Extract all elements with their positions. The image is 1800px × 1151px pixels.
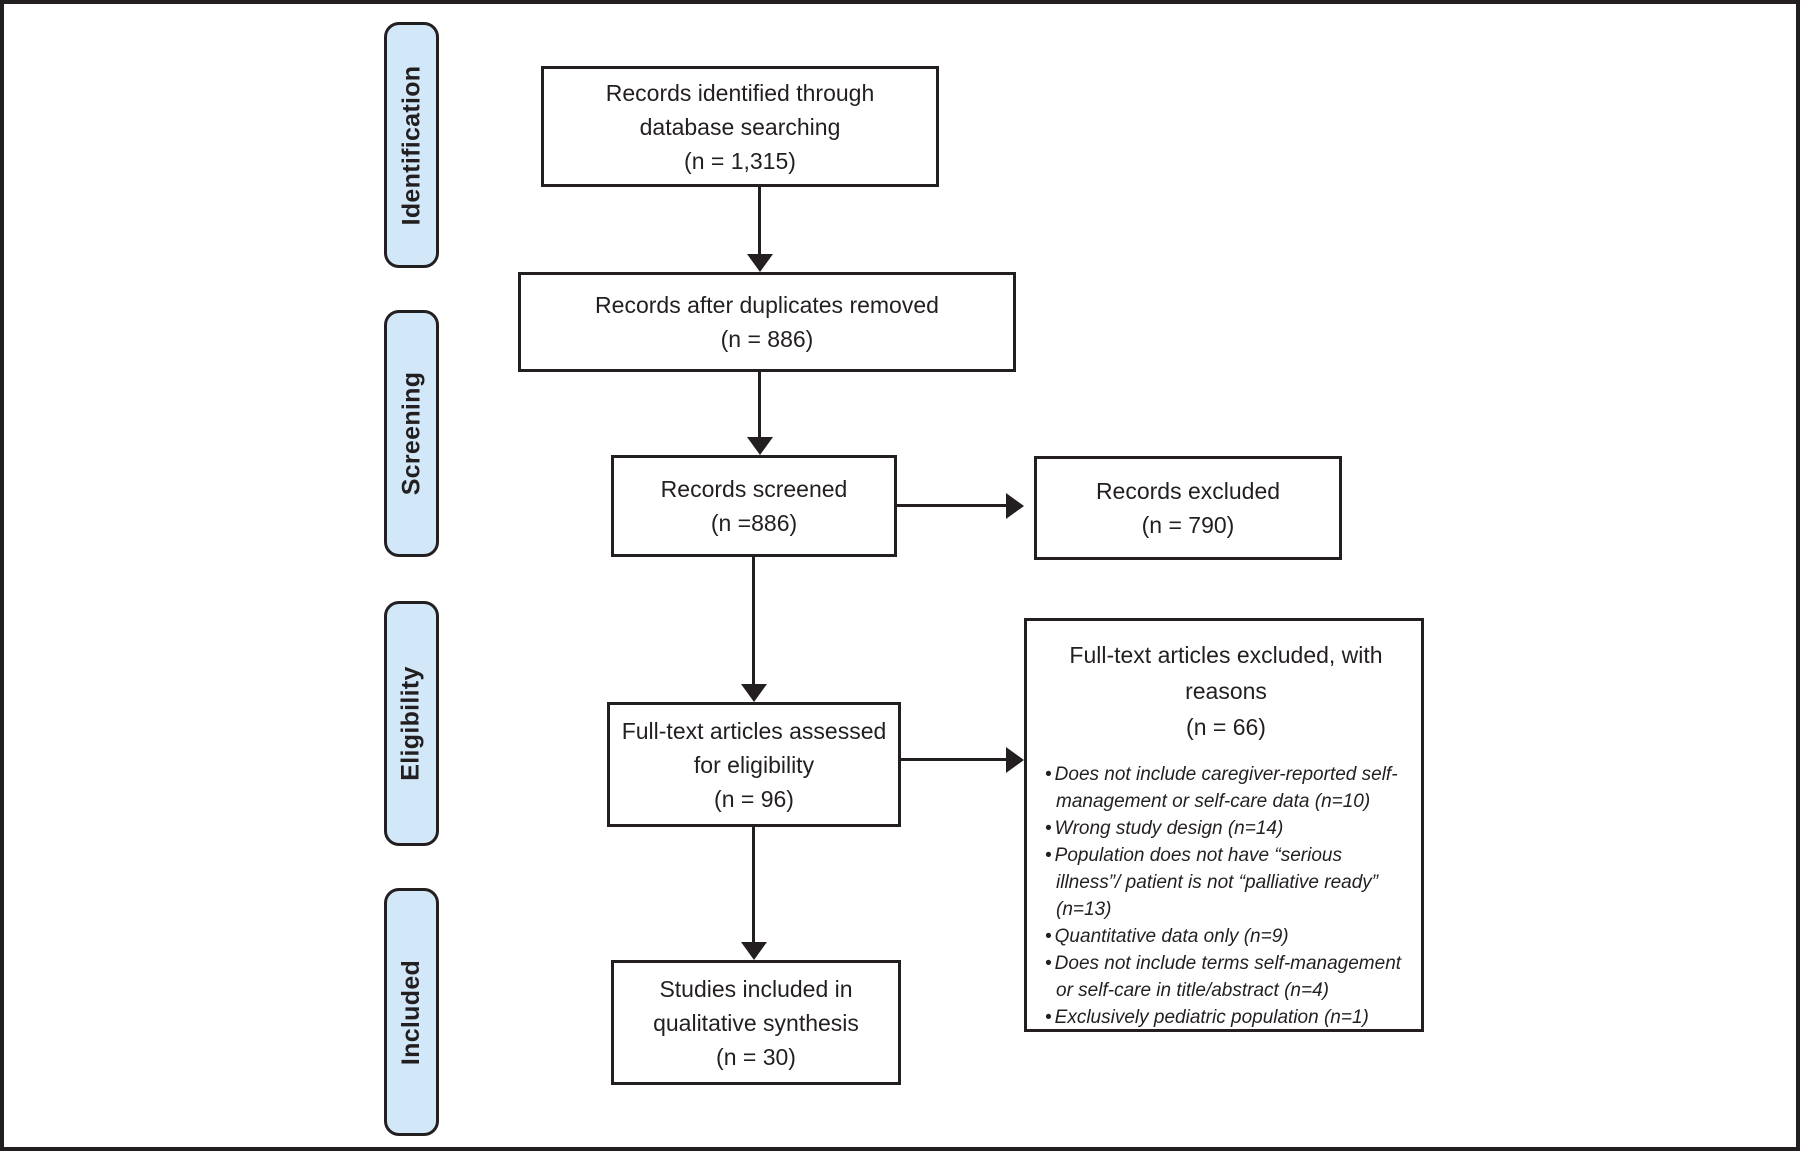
- box-duplicates-removed: Records after duplicates removed (n = 88…: [518, 272, 1016, 372]
- box-records-identified-text: Records identified through database sear…: [605, 79, 875, 174]
- stage-screening: Screening: [384, 310, 439, 557]
- box-records-identified: Records identified through database sear…: [541, 66, 939, 187]
- arrowhead-right-icon: [1006, 747, 1024, 773]
- connector-screened-to-fulltext-line: [752, 557, 755, 684]
- excluded-reason-item: Quantitative data only (n=9): [1045, 923, 1411, 950]
- arrowhead-right-icon: [1006, 493, 1024, 519]
- box-studies-included-text: Studies included in qualitative synthesi…: [653, 975, 859, 1070]
- box-records-screened-text: Records screened (n =886): [660, 476, 848, 536]
- box-duplicates-removed-text: Records after duplicates removed (n = 88…: [595, 292, 939, 352]
- stage-included: Included: [384, 888, 439, 1136]
- stage-eligibility: Eligibility: [384, 601, 439, 846]
- stage-included-label: Included: [397, 959, 425, 1065]
- stage-identification: Identification: [384, 22, 439, 268]
- connector-identified-to-duplicates-line: [758, 187, 761, 254]
- excluded-reason-item: Does not include caregiver-reported self…: [1045, 761, 1411, 815]
- arrowhead-down-icon: [741, 684, 767, 702]
- connector-duplicates-to-screened-line: [758, 372, 761, 437]
- box-fulltext-excluded-reasons: Full-text articles excluded, with reason…: [1024, 618, 1424, 1032]
- arrowhead-down-icon: [747, 254, 773, 272]
- excluded-reason-item: Population does not have “serious illnes…: [1045, 842, 1411, 923]
- excluded-reason-item: Exclusively pediatric population (n=1): [1045, 1004, 1411, 1031]
- stage-identification-label: Identification: [397, 65, 426, 225]
- stage-screening-label: Screening: [397, 371, 426, 496]
- stage-eligibility-label: Eligibility: [397, 666, 426, 781]
- excluded-reason-item: Does not include terms self-management o…: [1045, 950, 1411, 1004]
- box-fulltext-assessed: Full-text articles assessed for eligibil…: [607, 702, 901, 827]
- excluded-reasons-list: Does not include caregiver-reported self…: [1041, 761, 1411, 1031]
- connector-fulltext-to-reasons-line: [901, 758, 1006, 761]
- connector-screened-to-excluded-line: [897, 504, 1006, 507]
- box-studies-included: Studies included in qualitative synthesi…: [611, 960, 901, 1085]
- box-records-screened: Records screened (n =886): [611, 455, 897, 557]
- box-records-excluded-text: Records excluded (n = 790): [1095, 478, 1281, 538]
- arrowhead-down-icon: [747, 437, 773, 455]
- connector-fulltext-to-included-line: [752, 827, 755, 942]
- box-records-excluded: Records excluded (n = 790): [1034, 456, 1342, 560]
- excluded-reason-item: Wrong study design (n=14): [1045, 815, 1411, 842]
- fulltext-excluded-title: Full-text articles excluded, with reason…: [1069, 642, 1383, 740]
- arrowhead-down-icon: [741, 942, 767, 960]
- box-fulltext-assessed-text: Full-text articles assessed for eligibil…: [621, 717, 887, 812]
